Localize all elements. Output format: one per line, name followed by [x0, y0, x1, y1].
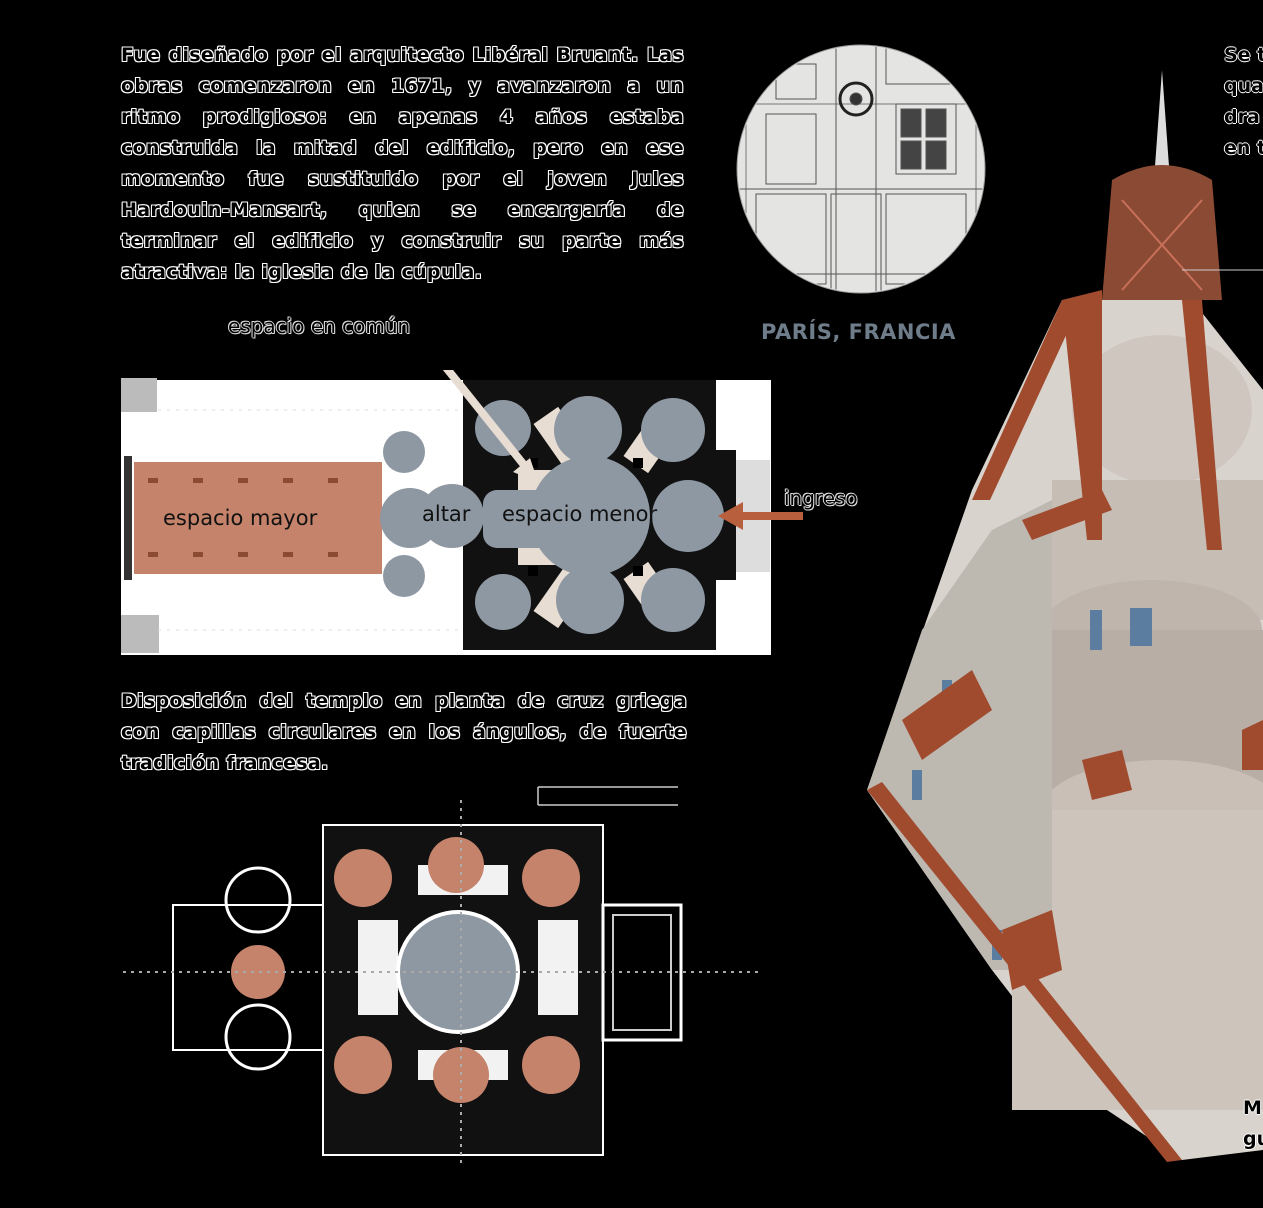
minor-space-label: espacio menor: [502, 502, 658, 526]
site-plan-circle: [736, 44, 986, 294]
right-text-line-2: qua: [1224, 75, 1263, 97]
dome-cutaway-illustration: [867, 70, 1263, 1162]
right-text-line-3: dra: [1224, 106, 1260, 128]
right-text-line-5: M: [1243, 1097, 1262, 1119]
architect-bruant: Libéral Bruant: [472, 44, 632, 66]
architect-mansart: Jules Hardouin-Mansart: [121, 168, 684, 221]
major-space-label: espacio mayor: [163, 506, 318, 530]
intro-paragraph: Fue diseñado por el arquitecto Libéral B…: [121, 44, 685, 283]
cross-plan: [123, 786, 763, 1167]
right-text-line-6: gu: [1243, 1128, 1263, 1150]
right-text-line-1: Se t: [1224, 44, 1263, 66]
common-space-label: espacio en común: [228, 314, 411, 338]
annotated-plan: [121, 370, 803, 655]
altar-label: altar: [422, 502, 471, 526]
entrance-label: ingreso: [784, 486, 858, 510]
description-paragraph: Disposición del templo en planta de cruz…: [121, 690, 687, 774]
right-text-line-4: en t: [1224, 137, 1263, 159]
location-label: PARÍS, FRANCIA: [761, 320, 956, 344]
